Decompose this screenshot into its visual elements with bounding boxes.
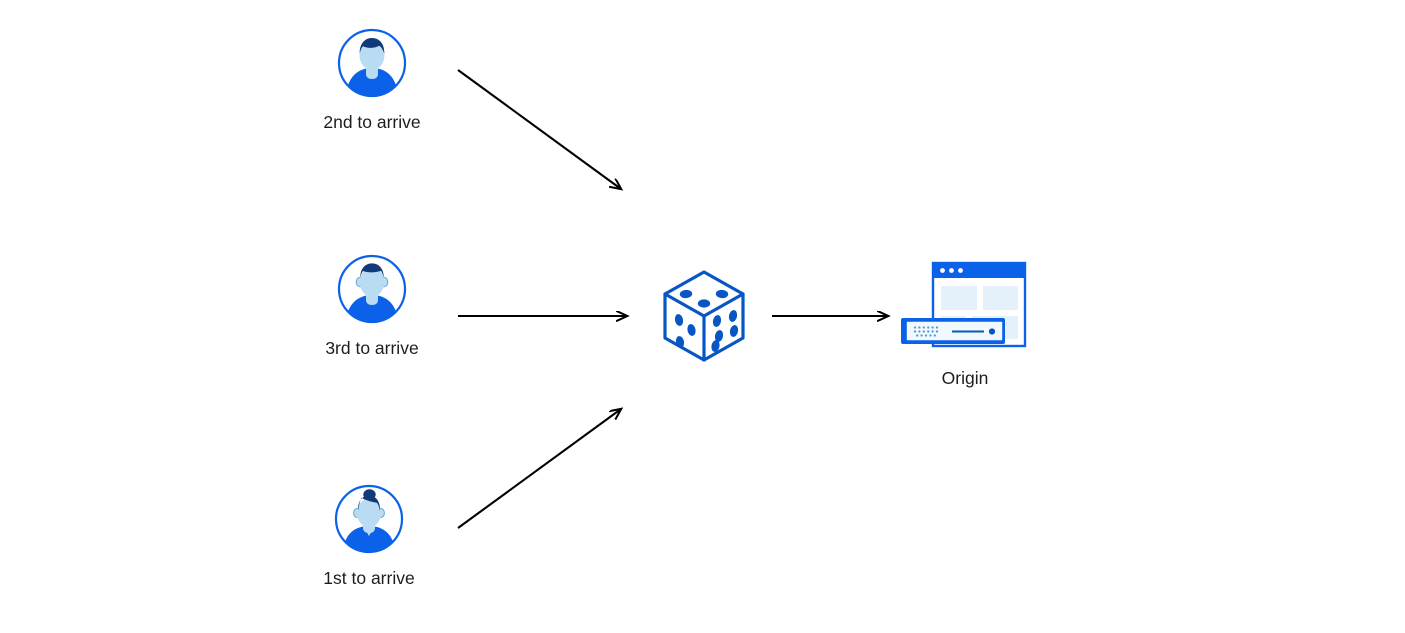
dice-node	[658, 266, 750, 371]
avatar-person-ears-icon	[335, 252, 409, 326]
client-node-2nd: 2nd to arrive	[297, 26, 447, 133]
client-node-1st: 1st to arrive	[294, 482, 444, 589]
arrow-2nd-to-dice	[457, 69, 621, 189]
origin-node: Origin	[895, 258, 1035, 389]
client-label-3rd: 3rd to arrive	[325, 338, 419, 358]
origin-label: Origin	[941, 368, 989, 388]
client-label-1st: 1st to arrive	[323, 568, 415, 588]
avatar-person-short-hair-icon	[335, 26, 409, 100]
client-label-2nd: 2nd to arrive	[323, 112, 421, 132]
avatar-person-bun-icon	[332, 482, 406, 556]
dice-icon	[658, 270, 750, 370]
server-appliance-icon	[901, 318, 1005, 344]
client-node-3rd: 3rd to arrive	[297, 252, 447, 359]
origin-graphic	[895, 258, 1035, 358]
arrow-1st-to-dice	[457, 409, 621, 529]
